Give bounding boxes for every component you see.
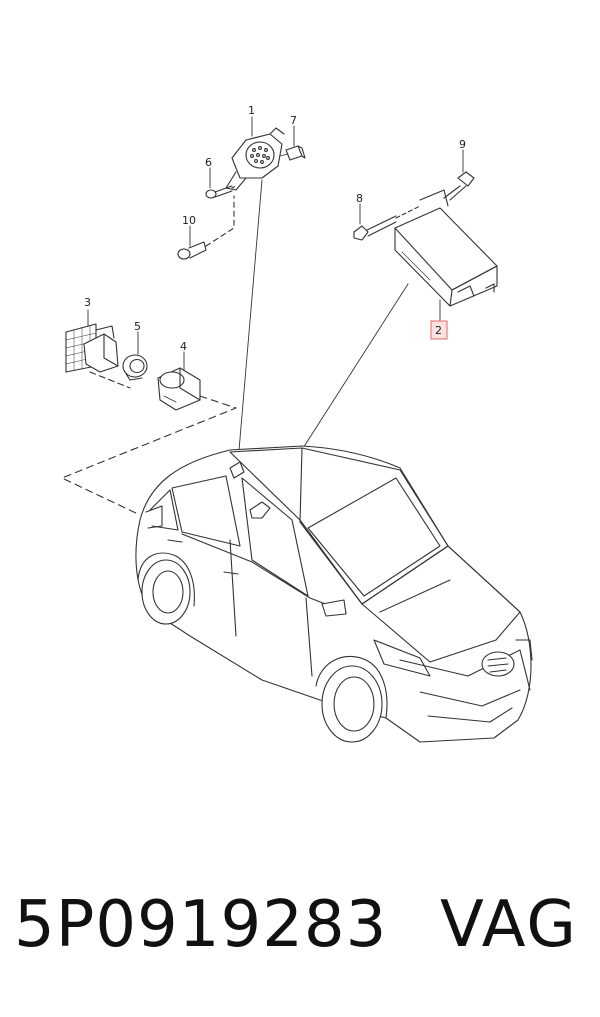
callout-3: 3	[84, 296, 91, 309]
callout-2: 2	[435, 324, 442, 337]
part-4-housing	[157, 351, 201, 411]
part-number: 5P0919283	[14, 888, 388, 962]
car-illustration	[135, 445, 533, 743]
part-3-bracket	[65, 309, 119, 373]
brand-name: VAG	[440, 888, 578, 962]
callout-4: 4	[180, 340, 187, 353]
parts-diagram: 1 7 6 10 9 8 2 3 5 4	[61, 104, 533, 743]
part-9-bolt	[443, 149, 475, 201]
callout-5: 5	[134, 320, 141, 333]
part-7-clip	[279, 125, 306, 161]
part-5-ring	[122, 331, 148, 381]
callout-10: 10	[182, 214, 196, 227]
part-1-sensor	[225, 116, 285, 191]
part-10-rivet	[177, 195, 235, 260]
part-2-control-unit	[394, 189, 498, 321]
callout-7: 7	[290, 114, 297, 127]
callout-9: 9	[459, 138, 466, 151]
callout-6: 6	[205, 156, 212, 169]
part-8-bolt	[353, 203, 421, 241]
part-6-screw	[205, 167, 237, 199]
callout-8: 8	[356, 192, 363, 205]
callout-2-highlight	[430, 320, 448, 340]
callout-1: 1	[248, 104, 255, 117]
